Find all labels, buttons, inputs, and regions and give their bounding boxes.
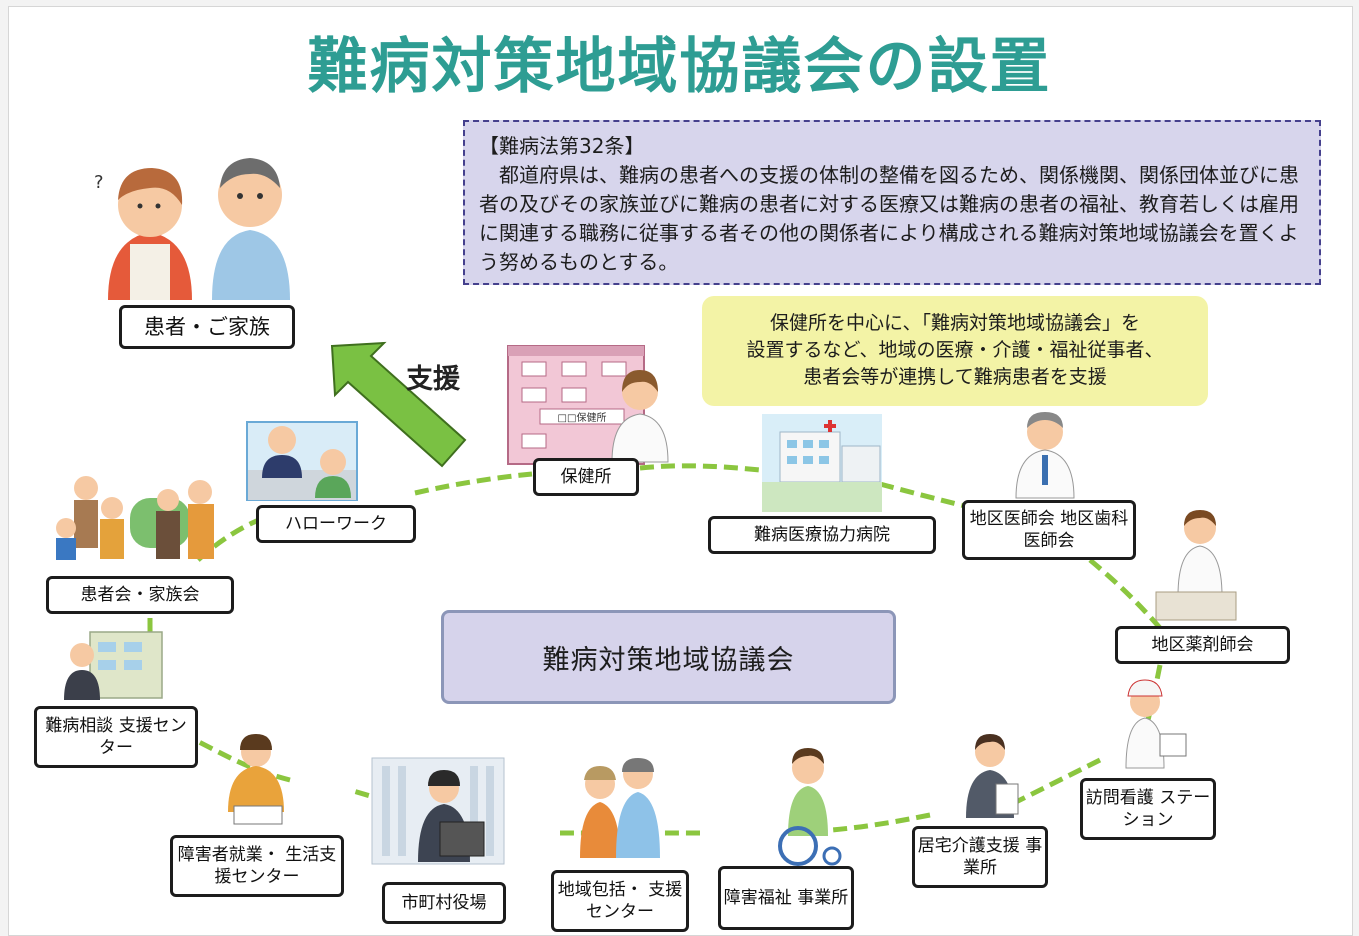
node-hellowork-label: ハローワーク bbox=[285, 514, 387, 534]
node-disability-welfare-label-2: 事業所 bbox=[797, 888, 849, 908]
node-medical-association: 地区医師会 地区歯科医師会 bbox=[962, 500, 1136, 560]
page-title: 難病対策地域協議会の設置 bbox=[307, 32, 1052, 102]
node-employment-support-center-label-2: 生活支援センター bbox=[214, 845, 337, 887]
node-pharmacist-association: 地区薬剤師会 bbox=[1115, 626, 1290, 664]
node-pharmacist-association-label: 地区薬剤師会 bbox=[1151, 635, 1254, 655]
node-patients-association-label: 患者会・家族会 bbox=[80, 585, 200, 605]
elderly-couple-illustration bbox=[580, 758, 660, 858]
node-consultation-center-label-2: 支援センター bbox=[99, 716, 187, 758]
pharmacist-illustration bbox=[1155, 510, 1237, 621]
node-disability-welfare-label-1: 障害福祉 bbox=[723, 888, 792, 908]
node-municipal-office-label: 市町村役場 bbox=[401, 893, 487, 913]
node-hospital: 難病医療協力病院 bbox=[708, 516, 936, 554]
callout-line-2: 設置するなど、地域の医療・介護・福祉従事者、 bbox=[746, 339, 1164, 361]
law-article-heading: 【難病法第32条】 bbox=[479, 134, 645, 158]
node-home-care-support-label-2: 事業所 bbox=[963, 836, 1043, 878]
support-label: 支援 bbox=[406, 364, 460, 395]
node-disability-welfare: 障害福祉 事業所 bbox=[718, 866, 854, 930]
node-home-care-support: 居宅介護支援 事業所 bbox=[912, 826, 1048, 888]
node-hokenjo: 保健所 bbox=[533, 458, 639, 496]
hospital-illustration bbox=[762, 414, 882, 512]
council-box: 難病対策地域協議会 bbox=[441, 610, 896, 704]
wheelchair-user-illustration bbox=[778, 748, 842, 866]
node-medical-association-label-1: 地区医師会 bbox=[969, 509, 1055, 529]
building-sign-text: □□保健所 bbox=[558, 411, 607, 424]
node-hospital-label: 難病医療協力病院 bbox=[754, 525, 890, 545]
node-consultation-center-label-1: 難病相談 bbox=[45, 716, 114, 736]
node-medical-association-label-2: 地区歯科医師会 bbox=[1023, 509, 1129, 551]
patient-family-illustration bbox=[108, 158, 290, 300]
node-visiting-nursing-label-2: ステーション bbox=[1122, 788, 1211, 830]
patients-association-illustration bbox=[56, 476, 214, 560]
municipal-office-illustration bbox=[371, 757, 505, 865]
question-mark: ? bbox=[94, 172, 104, 193]
support-arrow bbox=[330, 341, 467, 468]
node-community-support-center-label-2: 支援センター bbox=[586, 880, 683, 922]
node-employment-support-center: 障害者就業・ 生活支援センター bbox=[170, 835, 344, 897]
node-patients-association: 患者会・家族会 bbox=[46, 576, 234, 614]
care-manager-illustration bbox=[966, 734, 1019, 818]
node-hellowork: ハローワーク bbox=[256, 505, 416, 543]
node-hokenjo-label: 保健所 bbox=[560, 467, 612, 487]
callout-line-1: 保健所を中心に、「難病対策地域協議会」を bbox=[770, 312, 1140, 334]
health-center-building-illustration bbox=[507, 345, 669, 465]
node-home-care-support-label-1: 居宅介護支援 bbox=[917, 836, 1020, 856]
node-community-support-center-label-1: 地域包括・ bbox=[557, 880, 643, 900]
node-municipal-office: 市町村役場 bbox=[382, 882, 506, 924]
node-visiting-nursing-label-1: 訪問看護 bbox=[1085, 788, 1154, 808]
law-article-box: 【難病法第32条】 都道府県は、難病の患者への支援の体制の整備を図るため、関係機… bbox=[463, 120, 1321, 285]
hellowork-illustration bbox=[246, 421, 358, 501]
employment-support-illustration bbox=[228, 734, 284, 825]
node-community-support-center: 地域包括・ 支援センター bbox=[551, 870, 689, 932]
patient-family-box: 患者・ご家族 bbox=[119, 305, 295, 349]
node-consultation-center: 難病相談 支援センター bbox=[34, 706, 198, 768]
patient-family-label: 患者・ご家族 bbox=[144, 315, 270, 339]
law-article-body: 都道府県は、難病の患者への支援の体制の整備を図るため、関係機関、関係団体並びに患… bbox=[479, 163, 1299, 274]
node-employment-support-center-label-1: 障害者就業・ bbox=[177, 845, 280, 865]
visiting-nurse-illustration bbox=[1125, 679, 1187, 769]
consultation-center-illustration bbox=[64, 631, 163, 700]
callout-box: 保健所を中心に、「難病対策地域協議会」を 設置するなど、地域の医療・介護・福祉従… bbox=[702, 296, 1208, 406]
node-visiting-nursing: 訪問看護 ステーション bbox=[1080, 778, 1216, 840]
doctor-illustration bbox=[1015, 412, 1075, 499]
callout-line-3: 患者会等が連携して難病患者を支援 bbox=[803, 366, 1107, 388]
